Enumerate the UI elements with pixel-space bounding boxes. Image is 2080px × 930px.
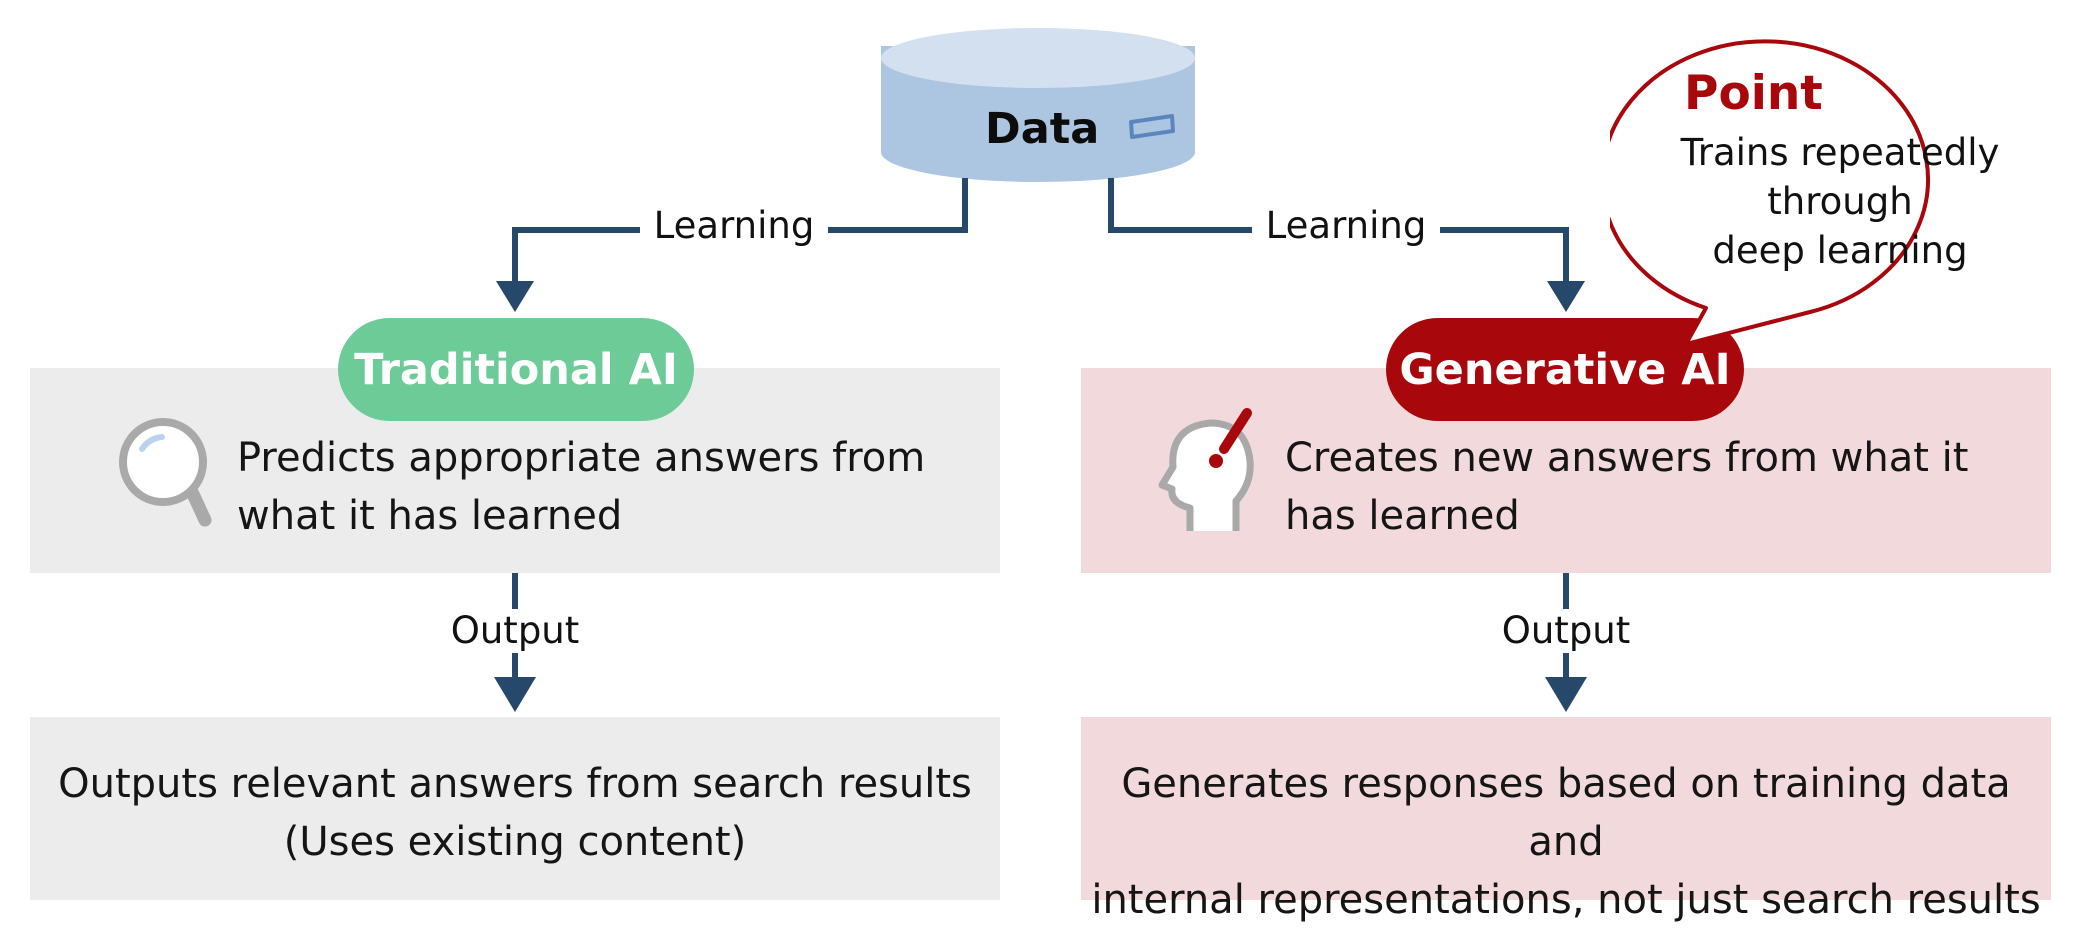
learning-label-right: Learning: [1252, 204, 1440, 248]
traditional-ai-output-panel: [30, 717, 1000, 900]
arrowhead-left-learning: [496, 281, 534, 312]
database-icon: [881, 28, 1195, 182]
magnifying-glass-icon: [119, 418, 212, 527]
data-label: Data: [985, 104, 1100, 154]
arrowhead-left-output: [494, 677, 536, 712]
learning-label-left: Learning: [640, 204, 828, 248]
generative-ai-output-text: Generates responses based on training da…: [1091, 761, 2041, 923]
generative-ai-description: Creates new answers from what it has lea…: [1285, 435, 1969, 539]
traditional-ai-description: Predicts appropriate answers from what i…: [237, 435, 926, 539]
generative-ai-badge: Generative AI: [1386, 318, 1744, 421]
output-label-left: Output: [440, 609, 590, 653]
arrowhead-right-output: [1545, 677, 1587, 712]
point-body: Trains repeatedly through deep learning: [1680, 131, 2000, 272]
generative-ai-output-panel: [1081, 717, 2051, 900]
traditional-ai-badge: Traditional AI: [338, 318, 694, 421]
point-title: Point: [1684, 66, 1823, 121]
point-speech-bubble: [1610, 39, 1931, 346]
database-slot: [1129, 114, 1175, 139]
arrowhead-right-learning: [1547, 281, 1585, 312]
traditional-ai-output-text: Outputs relevant answers from search res…: [58, 761, 972, 865]
output-label-right: Output: [1491, 609, 1641, 653]
thinking-head-icon: [1158, 408, 1254, 531]
